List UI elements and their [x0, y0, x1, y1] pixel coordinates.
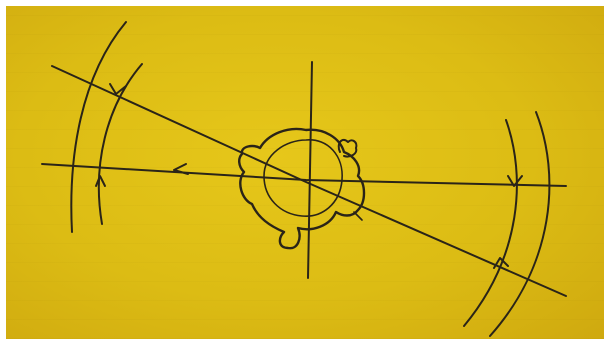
blob-body-outline	[239, 129, 364, 248]
yellow-paper-sheet	[6, 6, 604, 339]
right-side-tick	[354, 212, 362, 220]
right-inner-arc	[464, 120, 517, 326]
horizontal-line	[42, 164, 566, 186]
arrowhead-left-inner-up	[96, 176, 105, 186]
vertical-axis-line	[308, 62, 312, 278]
hand-drawn-sketch	[6, 6, 604, 339]
left-inner-arc	[99, 64, 142, 224]
right-outer-arc	[490, 112, 549, 336]
